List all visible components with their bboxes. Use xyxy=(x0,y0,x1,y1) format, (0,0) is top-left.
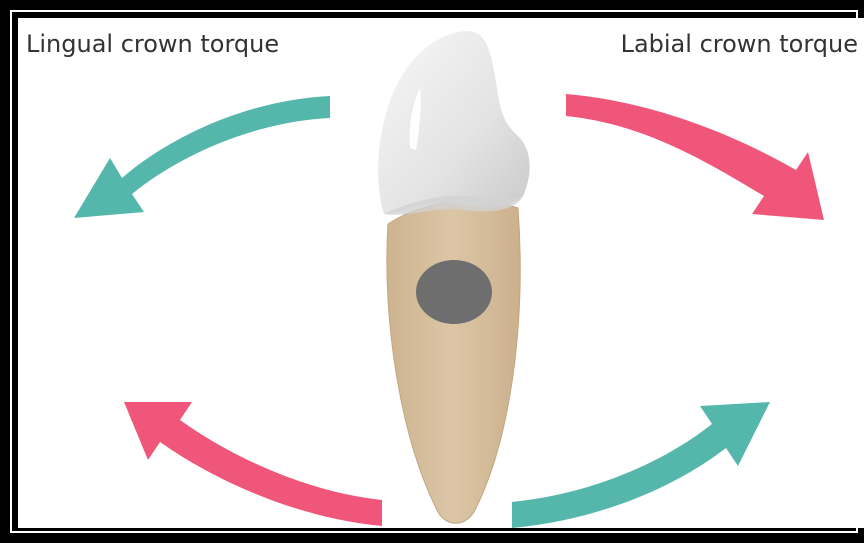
top-right-arrow-body xyxy=(566,94,824,220)
center-of-resistance-marker xyxy=(416,260,492,324)
bottom-right-arrow-icon xyxy=(512,402,770,528)
tooth-crown xyxy=(378,31,530,214)
top-left-arrow-body xyxy=(74,96,330,218)
torque-diagram xyxy=(18,18,864,528)
top-left-arrow-icon xyxy=(74,96,330,218)
bottom-left-arrow-icon xyxy=(124,402,382,526)
top-right-arrow-icon xyxy=(566,94,824,220)
bottom-left-arrow-body xyxy=(124,402,382,526)
tooth-illustration-icon xyxy=(378,31,530,523)
diagram-canvas: Lingual crown torque Labial crown torque xyxy=(18,18,864,528)
bottom-right-arrow-body xyxy=(512,402,770,528)
tooth-root xyxy=(387,201,520,523)
